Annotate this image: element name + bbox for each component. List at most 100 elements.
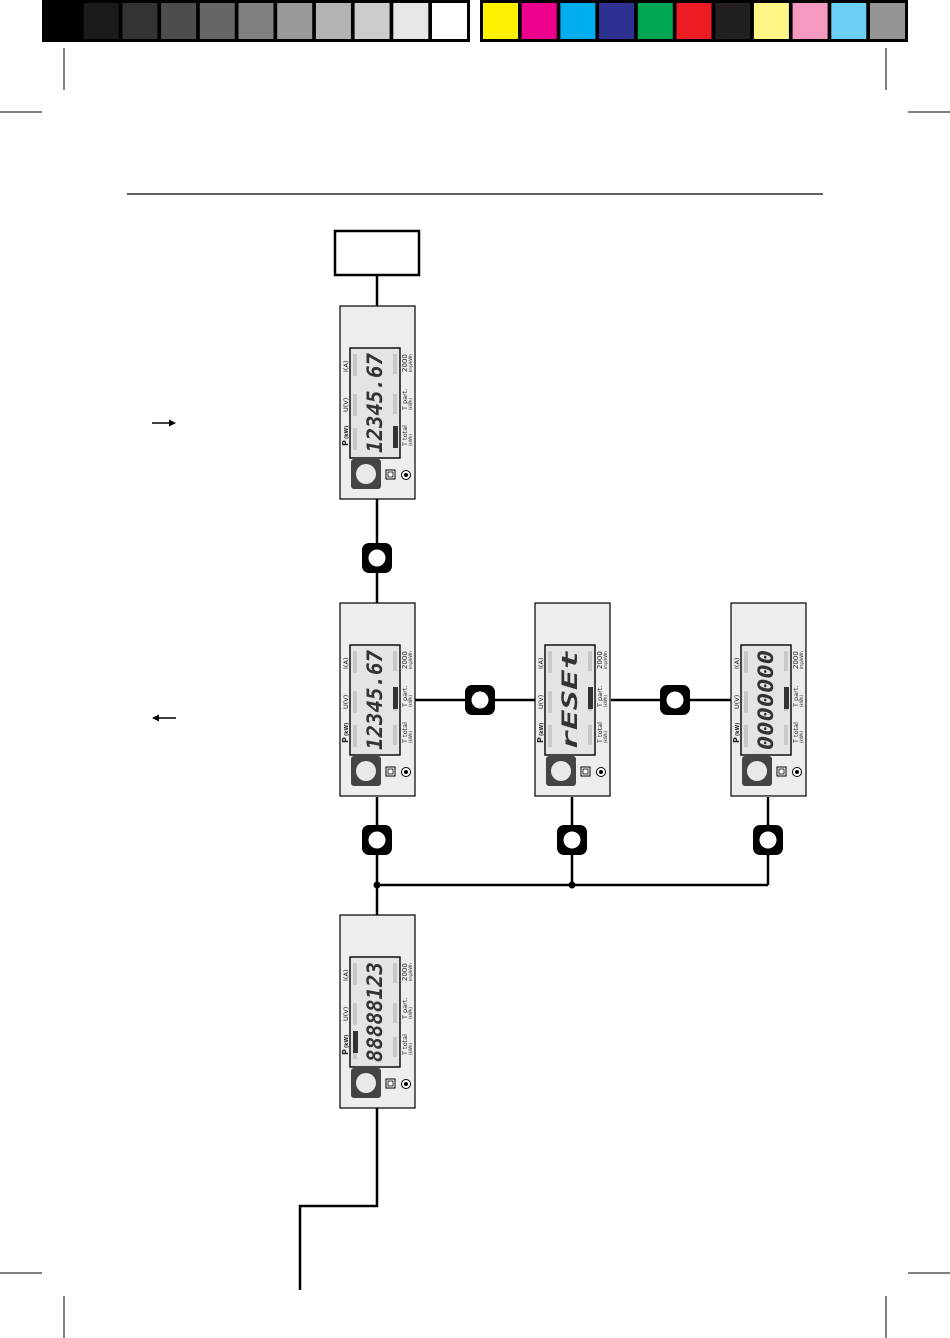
svg-text:(kW): (kW)	[539, 723, 545, 736]
grayscale-swatch	[277, 3, 313, 39]
color-swatch	[831, 3, 867, 39]
svg-text:2000: 2000	[792, 651, 800, 669]
arrow-right-icon	[152, 419, 176, 427]
grayscale-swatch	[393, 3, 429, 39]
grayscale-swatch	[45, 3, 80, 39]
active-indicator	[393, 426, 398, 448]
svg-text:T part.: T part.	[401, 686, 409, 708]
svg-text:T part.: T part.	[401, 389, 409, 411]
svg-text:Imp/kWh: Imp/kWh	[603, 651, 608, 669]
seal-square-icon	[385, 469, 396, 480]
seal-square-icon	[385, 766, 396, 777]
svg-text:T total: T total	[596, 722, 604, 744]
color-swatch	[792, 3, 828, 39]
svg-text:2000: 2000	[596, 651, 604, 669]
label-volt: U(V)	[342, 1007, 350, 1021]
svg-text:T part.: T part.	[792, 686, 800, 708]
label-volt: U(V)	[537, 695, 545, 709]
svg-text:(kW): (kW)	[344, 1035, 350, 1048]
grayscale-calibration-bar	[42, 0, 470, 42]
svg-text:Imp/kWh: Imp/kWh	[408, 651, 413, 669]
lcd-readout: rESEt	[558, 650, 582, 750]
lcd-display	[349, 347, 401, 459]
svg-text:P: P	[341, 1049, 350, 1055]
lcd-display	[349, 644, 401, 756]
label-power: P(kW)	[341, 426, 350, 446]
svg-text:T total: T total	[401, 425, 409, 447]
svg-text:T total: T total	[401, 722, 409, 744]
svg-text:Imp/kWh: Imp/kWh	[799, 651, 804, 669]
svg-text:T total: T total	[401, 1034, 409, 1056]
grayscale-swatch	[238, 3, 274, 39]
active-indicator	[353, 1031, 358, 1053]
label-ampere: I(A)	[342, 361, 350, 372]
svg-text:Imp/kWh: Imp/kWh	[408, 963, 413, 981]
grayscale-swatch	[432, 3, 467, 39]
color-swatch	[753, 3, 789, 39]
color-swatch	[870, 3, 905, 39]
label-power: P(kW)	[536, 723, 545, 743]
color-swatch	[715, 3, 751, 39]
svg-text:Imp/kWh: Imp/kWh	[408, 354, 413, 372]
svg-text:2000: 2000	[401, 651, 409, 669]
svg-text:2000: 2000	[401, 354, 409, 372]
label-part: T part.(kWh)	[792, 686, 804, 708]
grayscale-swatch	[199, 3, 235, 39]
label-part: T part.(kWh)	[401, 686, 413, 708]
color-swatch	[676, 3, 712, 39]
push-button-icon	[465, 685, 495, 715]
label-volt: U(V)	[342, 398, 350, 412]
push-button-icon	[753, 825, 783, 855]
label-power: P(kW)	[341, 1035, 350, 1055]
lcd-readout: 88888123	[363, 962, 387, 1062]
push-button-icon	[362, 825, 392, 855]
start-box	[333, 229, 421, 277]
grayscale-swatch	[161, 3, 197, 39]
svg-text:T part.: T part.	[596, 686, 604, 708]
active-indicator	[784, 687, 789, 709]
arrow-left-icon	[152, 714, 176, 722]
label-part: T part.(kWh)	[401, 998, 413, 1020]
seal-square-icon	[776, 766, 787, 777]
lcd-readout: 12345.67	[363, 650, 387, 750]
svg-text:(kWh): (kWh)	[408, 731, 413, 743]
color-swatch	[560, 3, 596, 39]
lcd-readout: 12345.67	[363, 353, 387, 453]
label-power: P(kW)	[341, 723, 350, 743]
push-button-icon	[362, 543, 392, 573]
label-part: T part.(kWh)	[401, 389, 413, 411]
color-swatch	[483, 3, 518, 39]
svg-text:(kWh): (kWh)	[408, 1043, 413, 1055]
label-volt: U(V)	[733, 695, 741, 709]
active-indicator	[588, 687, 593, 709]
color-calibration-bar	[480, 0, 908, 42]
label-total: T total(kWh)	[792, 722, 804, 744]
svg-text:2000: 2000	[401, 963, 409, 981]
grayscale-swatch	[315, 3, 351, 39]
label-part: T part.(kWh)	[596, 686, 608, 708]
svg-text:(kWh): (kWh)	[408, 434, 413, 446]
svg-text:(kWh): (kWh)	[603, 695, 608, 707]
lcd-display	[349, 956, 401, 1068]
label-ampere: I(A)	[537, 658, 545, 669]
push-button-icon	[557, 825, 587, 855]
svg-text:(kW): (kW)	[735, 723, 741, 736]
color-swatch	[637, 3, 673, 39]
label-total: T total(kWh)	[401, 1034, 413, 1056]
lcd-display	[544, 644, 596, 756]
svg-text:(kWh): (kWh)	[408, 1007, 413, 1019]
svg-text:T part.: T part.	[401, 998, 409, 1020]
label-ampere: I(A)	[342, 970, 350, 981]
svg-text:P: P	[732, 737, 741, 743]
seal-square-icon	[385, 1078, 396, 1089]
junction-dot	[373, 881, 381, 889]
svg-text:T total: T total	[792, 722, 800, 744]
seal-square-icon	[580, 766, 591, 777]
